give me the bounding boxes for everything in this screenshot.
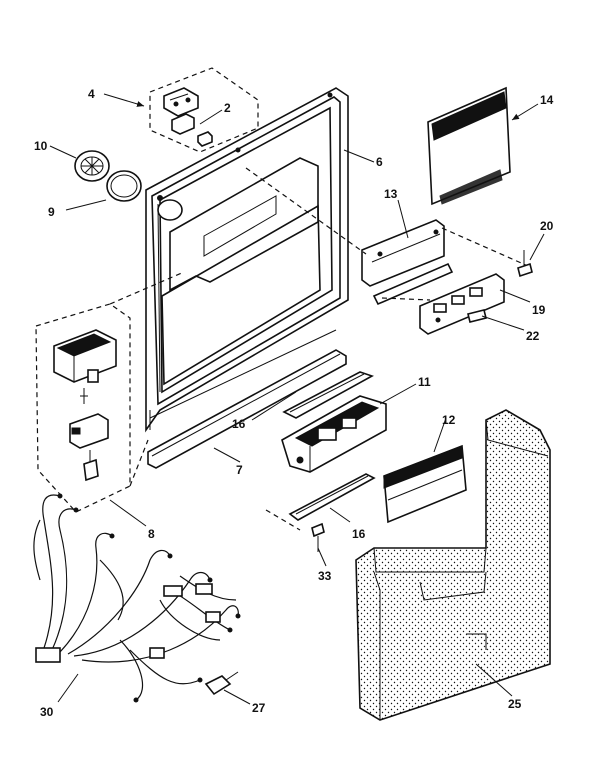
callout-11: 11 [418,375,431,389]
callout-33: 33 [318,569,332,583]
mounting-screw [517,250,533,278]
door-seal-lower [265,473,376,531]
insulation-strip [383,444,467,524]
callout-2: 2 [224,101,231,115]
callouts: 4 2 10 9 6 13 14 20 19 22 11 12 16 7 8 1… [34,87,554,719]
callout-16-upper: 16 [232,417,246,431]
vent-cap [74,150,110,182]
screw [311,522,325,552]
control-module [281,395,387,473]
door-seal-upper [282,371,374,419]
door-insulation [355,409,551,721]
dispenser [53,329,117,482]
callout-27: 27 [252,701,266,715]
leader-lines [49,93,545,705]
wire-harness [33,493,241,703]
callout-22: 22 [526,329,540,343]
inner-door-panel [145,87,349,433]
callout-12: 12 [442,413,456,427]
callout-19: 19 [532,303,546,317]
door-switch [163,87,199,117]
callout-10: 10 [34,139,48,153]
switch-panel [419,273,505,335]
switch-actuator [171,113,213,147]
callout-25: 25 [508,697,522,711]
vent-gasket [106,170,142,202]
callout-14: 14 [540,93,554,107]
callout-8: 8 [148,527,155,541]
callout-9: 9 [48,205,55,219]
wire-connector [204,671,239,696]
console-panel [427,86,511,206]
callout-13: 13 [384,187,398,201]
callout-16-lower: 16 [352,527,366,541]
callout-7: 7 [236,463,243,477]
switch-group-box [149,67,259,153]
callout-30: 30 [40,705,54,719]
door-bottom-strip [147,329,347,469]
callout-6: 6 [376,155,383,169]
control-bracket [245,167,529,306]
push-button [467,309,487,323]
callout-20: 20 [540,219,554,233]
callout-4: 4 [88,87,95,101]
dispenser-group-box [35,271,185,513]
